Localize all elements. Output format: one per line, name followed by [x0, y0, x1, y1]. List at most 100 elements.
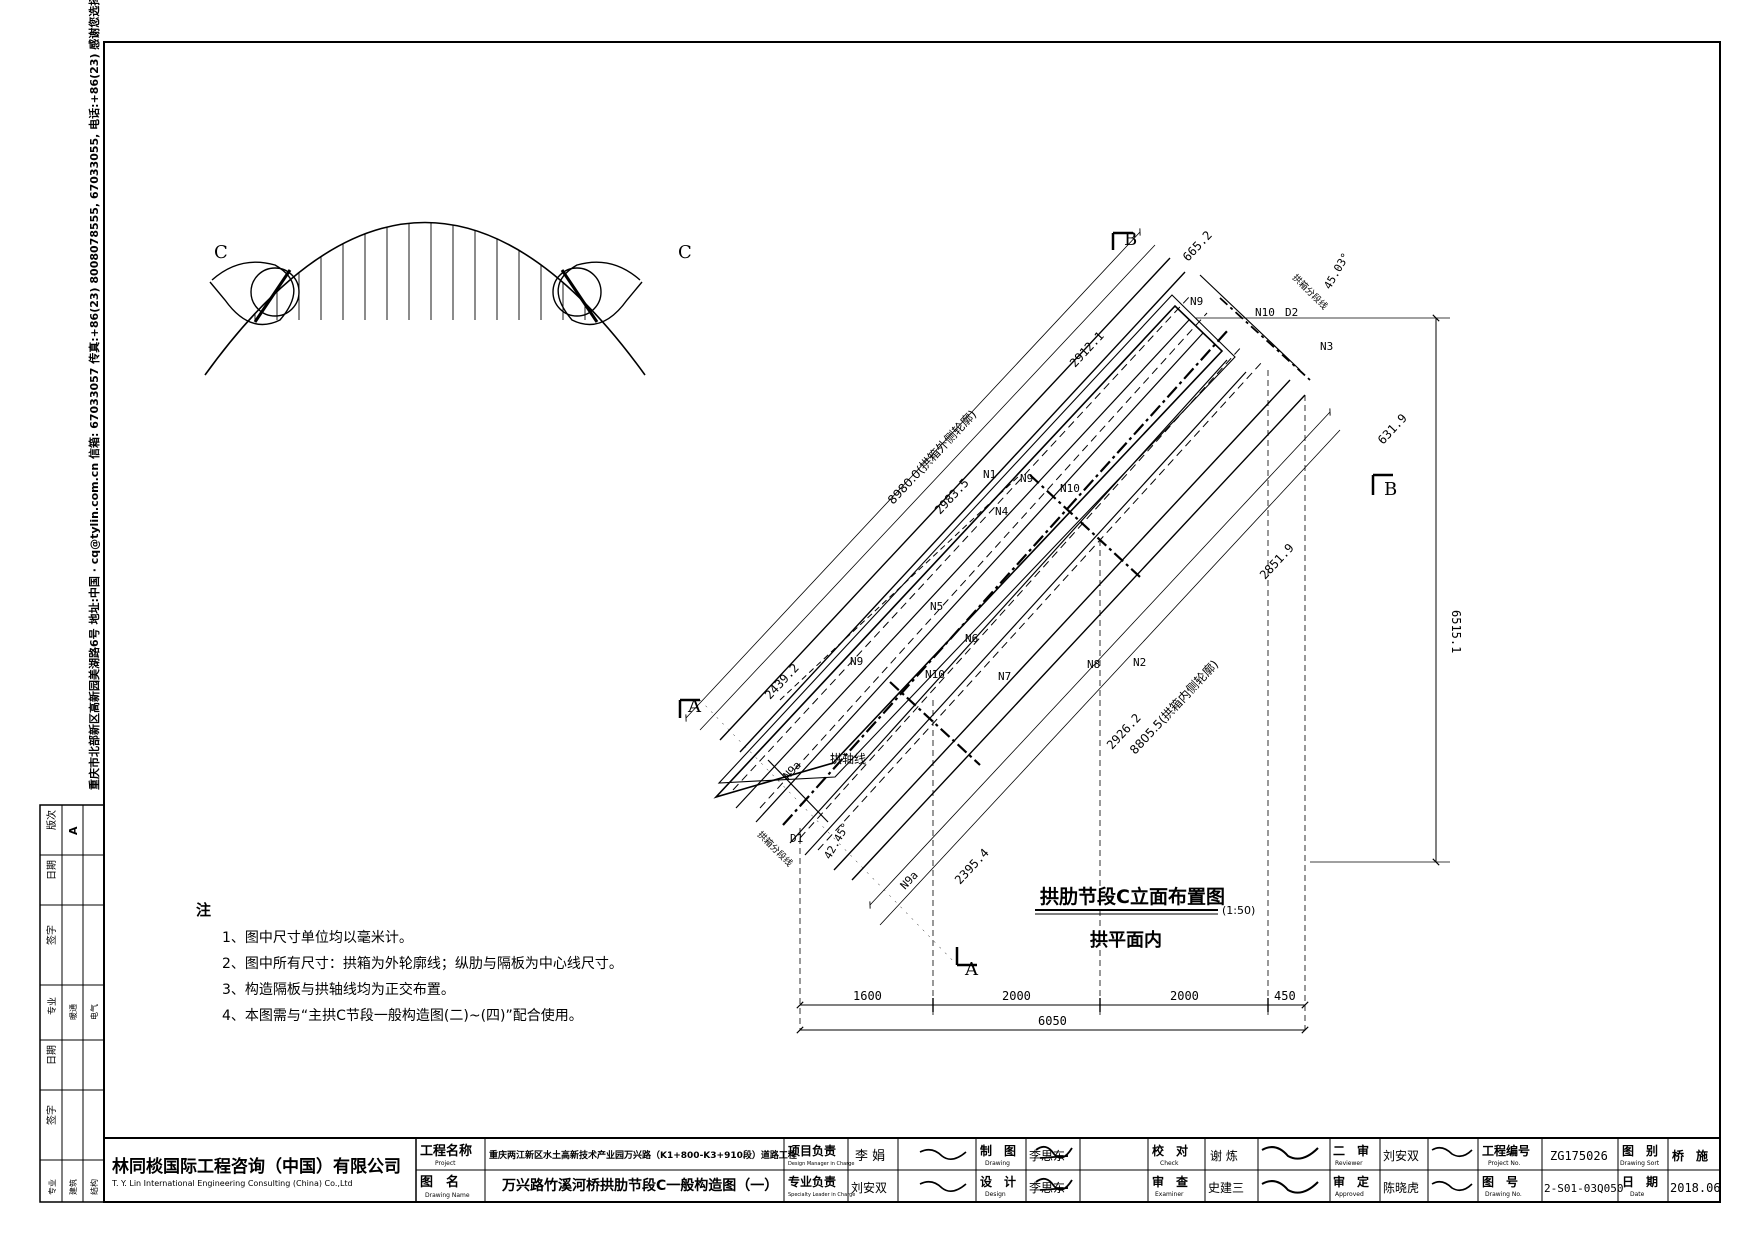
dim-bottom-seg-4: 450 — [1274, 989, 1296, 1003]
project-leader-label: 项目负责 — [788, 1143, 836, 1158]
section-b-top: B — [1124, 229, 1137, 250]
checker: 谢 炼 — [1210, 1148, 1238, 1163]
project-name: 重庆两江新区水土高新技术产业园万兴路（K1+800-K3+910段）道路工程 — [489, 1149, 797, 1161]
drawn-label-en: Drawing — [985, 1160, 1010, 1167]
right-node-detail — [557, 261, 643, 326]
second-reviewer: 刘安双 — [1383, 1148, 1419, 1163]
rev-row-arch: 建筑 — [68, 1179, 78, 1195]
note-2: 2、图中所有尺寸：拱箱为外轮廓线；纵肋与隔板为中心线尺寸。 — [222, 955, 623, 972]
label-n9-low: N9 — [850, 655, 863, 668]
dim-d5: 2851.9 — [1257, 541, 1297, 582]
rev-row-elec: 电气 — [89, 1004, 99, 1020]
label-n9-top: N9 — [1190, 295, 1203, 308]
drawing-label: 图 名 — [420, 1174, 459, 1190]
discipline-leader-label: 专业负责 — [788, 1174, 836, 1189]
notes-heading: 注 — [196, 901, 211, 919]
design-label: 设 计 — [980, 1174, 1016, 1189]
project-no: ZG175026 — [1550, 1149, 1608, 1163]
key-plan-section-right: C — [678, 242, 692, 263]
drawing-no-label-en: Drawing No. — [1485, 1191, 1522, 1198]
drawing-no: 2-S01-03Q050 — [1544, 1182, 1623, 1195]
label-n7: N7 — [998, 670, 1011, 683]
approve-label-en: Approved — [1335, 1191, 1364, 1198]
drawing-title: 拱肋节段C立面布置图 — [1040, 885, 1225, 908]
dim-inner-total: 8805.5(拱箱内侧轮廓) — [1126, 657, 1221, 757]
rev-header-sign: 签字 — [45, 925, 58, 945]
design-label-en: Design — [985, 1191, 1006, 1198]
date-label-en: Date — [1630, 1191, 1645, 1198]
dim-d7: 2395.4 — [952, 846, 992, 887]
second-review-label: 二 审 — [1333, 1143, 1369, 1158]
key-plan-section-left: C — [214, 242, 228, 263]
address-strip: 重庆市北部新区高新园美湖路6号 地址:中国 · cq@tylin.com.cn … — [87, 0, 101, 790]
dim-bottom-seg-2: 2000 — [1002, 989, 1031, 1003]
sheet-frame — [103, 41, 1721, 1203]
drawn-by: 李思东 — [1029, 1148, 1065, 1163]
project-no-label: 工程编号 — [1482, 1143, 1530, 1158]
section-a-left: A — [687, 696, 702, 717]
sort-label-en: Drawing Sort — [1620, 1160, 1660, 1167]
drawing-sort: 桥 施 — [1672, 1148, 1708, 1163]
dim-vertical: 6515.1 — [1449, 610, 1463, 653]
label-n9-mid: N9 — [1020, 472, 1033, 485]
rev-row-hvac: 暖通 — [68, 1004, 78, 1020]
drawing-subtitle: 拱平面内 — [1090, 929, 1162, 951]
label-n8: N8 — [1087, 658, 1100, 671]
member-labels: N1 N2 N3 N4 N5 N6 N7 N8 N9 N9 N9 N9a N9a… — [781, 295, 1334, 892]
dim-top-span: 665.2 — [1180, 228, 1215, 264]
company-name-cn: 林同棪国际工程咨询（中国）有限公司 — [112, 1156, 401, 1177]
dim-bottom-seg-1: 1600 — [853, 989, 882, 1003]
left-node-detail — [209, 261, 295, 326]
project-label-en: Project — [435, 1160, 456, 1167]
label-n10-mid: N10 — [1060, 482, 1080, 495]
arch-axis-label: 拱轴线 — [830, 751, 866, 766]
review-label-en: Examiner — [1155, 1191, 1184, 1198]
rev-header-discipline: 专业 — [46, 997, 58, 1015]
rev-row-discipline: 专业 — [47, 1179, 57, 1195]
rib-outline — [713, 304, 1224, 799]
drawing-no-label: 图 号 — [1482, 1174, 1518, 1189]
notes: 注 1、图中尺寸单位均以毫米计。 2、图中所有尺寸：拱箱为外轮廓线；纵肋与隔板为… — [196, 901, 623, 1024]
project-leader-label-en: Design Manager in Charge — [788, 1161, 854, 1167]
section-a-bottom: A — [964, 959, 979, 980]
rev-header-version: 版次 — [45, 810, 58, 830]
approve-label: 审 定 — [1333, 1174, 1369, 1189]
company-name-en: T. Y. Lin International Engineering Cons… — [111, 1179, 353, 1188]
rev-header-sign2: 签字 — [45, 1105, 58, 1125]
key-plan — [204, 221, 646, 376]
note-4: 4、本图需与“主拱C节段一般构造图(二)~(四)”配合使用。 — [222, 1007, 583, 1024]
dim-d3: 2439.2 — [762, 661, 802, 702]
rev-header-date2: 日期 — [46, 1045, 58, 1065]
review-label: 审 查 — [1152, 1174, 1189, 1189]
project-leader: 李 娟 — [855, 1149, 885, 1164]
label-d2: D2 — [1285, 306, 1298, 319]
approver: 陈晓虎 — [1383, 1180, 1419, 1195]
dim-d2: 2983.5 — [932, 476, 972, 517]
label-n2: N2 — [1133, 656, 1146, 669]
rev-header-date: 日期 — [46, 860, 58, 880]
drawing-name: 万兴路竹溪河桥拱肋节段C一般构造图（一） — [501, 1177, 778, 1194]
bottom-dimension-chain — [796, 998, 1309, 1034]
project-label: 工程名称 — [420, 1143, 472, 1159]
sort-label: 图 别 — [1622, 1144, 1658, 1158]
dim-d4: 631.9 — [1375, 411, 1410, 447]
drawn-label: 制 图 — [980, 1143, 1016, 1158]
label-n10-top: N10 — [1255, 306, 1275, 319]
note-3: 3、构造隔板与拱轴线均为正交布置。 — [222, 981, 455, 998]
label-n6: N6 — [965, 632, 978, 645]
label-n4: N4 — [995, 505, 1009, 518]
discipline-leader: 刘安双 — [851, 1180, 887, 1195]
label-n10-low: N10 — [925, 668, 945, 681]
second-review-label-en: Reviewer — [1335, 1160, 1363, 1167]
rev-version: A — [67, 826, 80, 835]
svg-text:重庆市北部新区高新园美湖路6号 地址:中国 · cq@tyl: 重庆市北部新区高新园美湖路6号 地址:中国 · cq@tylin.com.cn … — [87, 0, 101, 790]
date-label: 日 期 — [1622, 1174, 1658, 1189]
revision-table: 版次 A 日期 签字 专业 日期 签字 暖通 电气 专业 建筑 结构 — [39, 804, 105, 1203]
section-b-right: B — [1384, 479, 1397, 500]
drawing-label-en: Drawing Name — [425, 1192, 470, 1199]
note-1: 1、图中尺寸单位均以毫米计。 — [222, 929, 413, 946]
title-block — [103, 1137, 1721, 1203]
arch-rib-elevation — [678, 228, 1450, 1030]
project-no-label-en: Project No. — [1488, 1160, 1520, 1167]
